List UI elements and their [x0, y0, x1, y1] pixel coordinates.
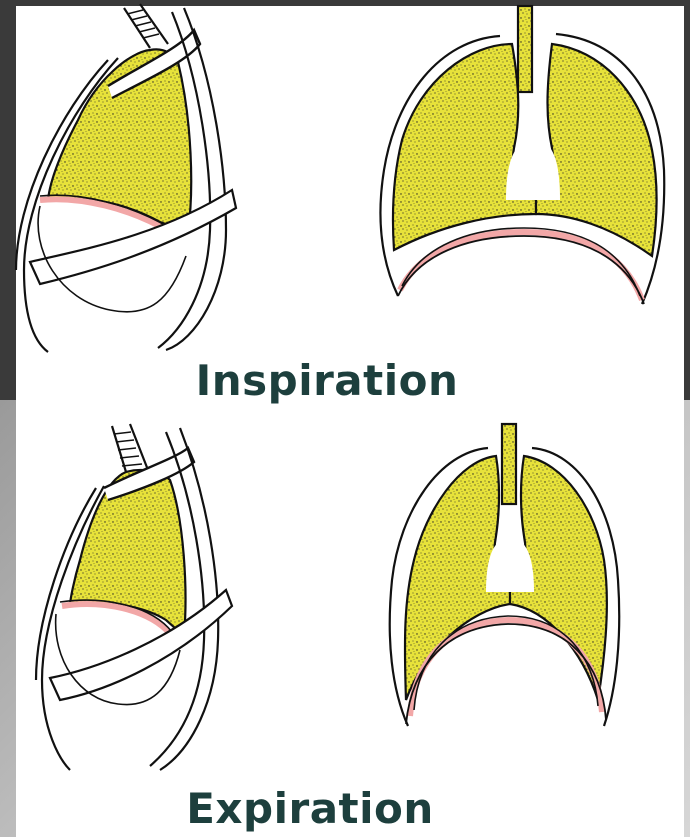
expiration-front-view [390, 424, 620, 726]
inspiration-right-lung [536, 44, 657, 256]
inspiration-side-lung [48, 49, 191, 232]
inspiration-left-lung [393, 44, 536, 250]
inspiration-front-diaphragm [400, 232, 642, 300]
expiration-label: Expiration [0, 784, 655, 833]
inspiration-front-view [380, 6, 664, 304]
inspiration-side-view [16, 4, 236, 352]
inspiration-label: Inspiration [0, 356, 672, 405]
expiration-side-view [36, 424, 232, 770]
